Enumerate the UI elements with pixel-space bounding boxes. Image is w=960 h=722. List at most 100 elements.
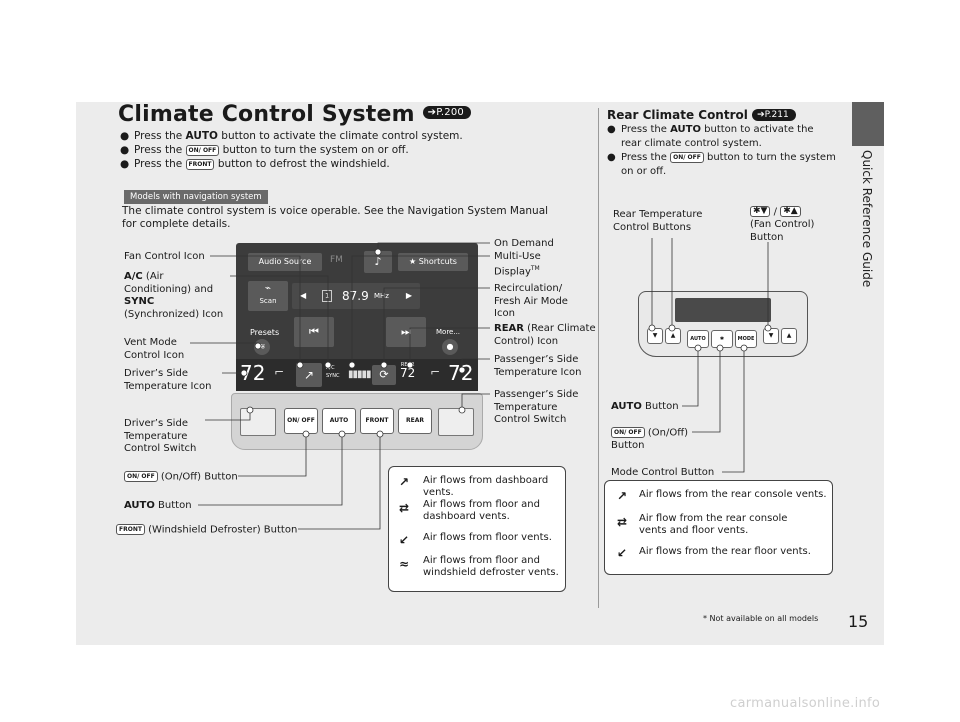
legend-item: Air flows from the rear floor vents. <box>639 546 811 557</box>
callout-onoff-button: ON/ OFF (On/Off) Button <box>124 471 238 484</box>
leader-wsd <box>298 434 381 530</box>
rear-floor-vent-icon: ↙ <box>617 546 628 560</box>
legend-item: Air flows from floor and windshield defr… <box>423 555 559 578</box>
fan-level-icon[interactable]: ▮▮▮▮▮ <box>348 369 371 380</box>
preset-number: 1 <box>322 290 333 302</box>
section-tab-marker <box>852 102 884 146</box>
footnote: * Not available on all models <box>703 614 819 623</box>
onoff-button[interactable]: ON/ OFF <box>284 408 318 434</box>
onoff-icon: ON/ OFF <box>670 151 704 163</box>
leader-vent <box>190 342 259 346</box>
knob-icon[interactable]: ● <box>442 339 458 355</box>
leader-auto <box>198 434 343 506</box>
rear-defroster-button[interactable]: REAR <box>398 408 432 434</box>
leader-onoff <box>238 434 307 477</box>
fan-down-icon: ✱▼ <box>750 206 771 217</box>
tune-up-icon[interactable]: ▶ <box>405 291 412 300</box>
bilevel-vent-icon: ⇄ <box>399 501 410 515</box>
driver-temp-switch[interactable] <box>240 408 276 436</box>
intro-bullet-defrost: ●Press the FRONT button to defrost the w… <box>120 158 390 170</box>
onoff-icon: ON/ OFF <box>611 427 645 438</box>
front-defrost-icon: FRONT <box>185 158 215 170</box>
callout-fan-control: Fan Control Icon <box>124 251 205 262</box>
front-airflow-legend: ↗ Air flows from dashboard vents. ⇄ Air … <box>388 466 566 592</box>
leader-driver-switch <box>205 410 251 421</box>
rear-airflow-legend: ↗ Air flows from the rear console vents.… <box>604 480 833 575</box>
more-button[interactable]: More... <box>436 328 461 336</box>
leader-ac <box>230 275 329 365</box>
climate-button-panel: ON/ OFF AUTO FRONT REAR <box>231 393 483 450</box>
legend-item: Air flows from floor and dashboard vents… <box>423 499 540 522</box>
legend-item: Air flows from the rear console vents. <box>639 489 827 500</box>
leader-passenger-switch <box>461 393 490 410</box>
rear-display <box>675 298 771 322</box>
callout-auto-button: AUTO Button <box>124 500 192 511</box>
leader-passenger-temp <box>461 358 490 370</box>
intro-bullet-auto: ●Press the AUTO button to activate the c… <box>120 130 463 142</box>
nav-voice-text: The climate control system is voice oper… <box>122 205 549 230</box>
onoff-icon: ON/ OFF <box>124 471 158 482</box>
dash-vent-icon: ↗ <box>399 475 410 489</box>
driver-seat-icon: ⌐ <box>274 365 285 379</box>
music-note-icon[interactable]: ♪ <box>364 251 392 273</box>
leader-rear-mode <box>722 348 745 473</box>
page-number: 15 <box>848 612 869 631</box>
presets-label[interactable]: Presets <box>250 328 280 337</box>
front-defroster-button[interactable]: FRONT <box>360 408 394 434</box>
skip-forward-icon[interactable]: ⏭ <box>386 317 426 347</box>
page-title: Climate Control System ➔P.200 <box>118 102 471 127</box>
frequency-display: ◀ 1 87.9 MHz ▶ <box>292 283 420 309</box>
passenger-temp-switch[interactable] <box>438 408 474 436</box>
leader-rear-auto <box>682 348 699 407</box>
console-vent-icon: ↗ <box>617 489 628 503</box>
leader-ondemand2 <box>351 255 490 365</box>
legend-item: Air flows from dashboard vents. <box>423 475 549 498</box>
legend-item: Air flow from the rear console vents and… <box>639 513 788 536</box>
touchscreen: Audio Source FM ♪ ★ Shortcuts ⌁Scan ◀ 1 … <box>236 243 478 391</box>
rear-climate-unit: ▼ ▲ AUTO ✱ MODE ▼ ▲ <box>638 291 808 357</box>
callout-windshield-defroster: FRONT (Windshield Defroster) Button <box>116 524 297 537</box>
leader-rear-onoff <box>692 348 721 433</box>
fm-label: FM <box>330 255 343 265</box>
frequency-unit: MHz <box>374 292 389 300</box>
passenger-seat-icon: ⌐ <box>430 365 441 379</box>
rear-bullet-onoff: ●Press the ON/ OFF button to turn the sy… <box>607 151 836 177</box>
page-reference[interactable]: ➔P.200 <box>422 105 471 119</box>
floor-defrost-vent-icon: ≈ <box>399 557 410 571</box>
console-floor-vent-icon: ⇄ <box>617 515 628 529</box>
nav-models-badge: Models with navigation system <box>124 190 268 204</box>
floor-vent-icon: ↙ <box>399 533 410 547</box>
callout-rear-mode: Mode Control Button <box>611 467 715 478</box>
recirculation-icon[interactable]: ⟳ <box>372 365 396 385</box>
shortcuts-button[interactable]: ★ Shortcuts <box>398 253 468 271</box>
callout-rear-auto: AUTO Button <box>611 401 679 412</box>
legend-item: Air flows from floor vents. <box>423 532 552 543</box>
antenna-icon: ⌁ <box>264 283 272 294</box>
audio-source-button[interactable]: Audio Source <box>248 253 322 271</box>
skip-back-icon[interactable]: ⏮ <box>294 317 334 347</box>
rear-page-reference[interactable]: ➔P.211 <box>752 108 796 121</box>
leader-rear <box>409 327 490 365</box>
rear-section-title: Rear Climate Control ➔P.211 <box>607 108 796 122</box>
front-defrost-icon: FRONT <box>116 524 145 535</box>
leader-fan <box>210 255 301 365</box>
frequency-value: 87.9 <box>342 289 369 303</box>
watermark: carmanualsonline.info <box>730 696 881 711</box>
rear-fan-up-button[interactable]: ▲ <box>781 328 797 344</box>
intro-bullet-onoff: ●Press the ON/ OFF button to turn the sy… <box>120 144 409 156</box>
leader-recirc <box>383 287 490 365</box>
leader-ondemand <box>377 242 490 252</box>
scan-button[interactable]: ⌁Scan <box>248 281 288 311</box>
tune-down-icon[interactable]: ◀ <box>300 291 307 300</box>
